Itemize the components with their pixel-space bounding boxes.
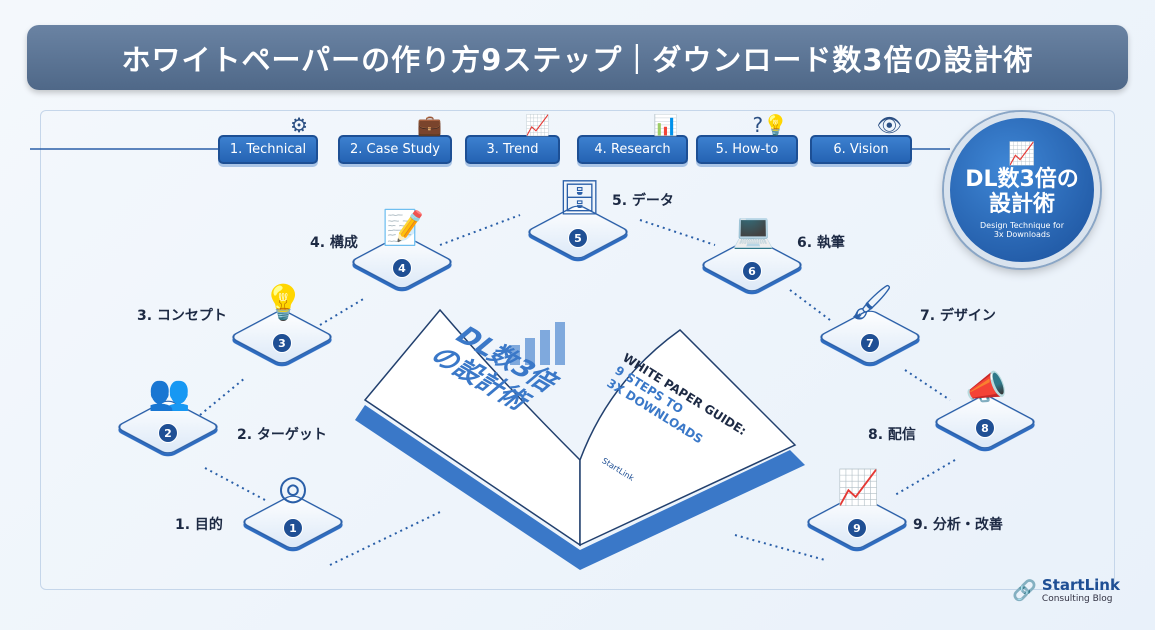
lightbulb-icon: ?💡 <box>752 113 788 137</box>
link-icon: 🔗 <box>1012 578 1037 602</box>
people-icon: 👥 <box>148 373 191 413</box>
briefcase-icon: 💼 <box>417 113 442 137</box>
step-platform-4: 📝4 <box>342 208 462 310</box>
type-pill-4: 📊 4. Research <box>577 113 688 164</box>
gear-icon: ⚙ <box>290 113 308 137</box>
dl-badge: 📈 DL数3倍の 設計術 Design Technique for 3x Dow… <box>944 112 1100 268</box>
type-pill-6: 👁 6. Vision <box>810 113 912 164</box>
connector-4-5 <box>439 214 521 246</box>
connector-1-book <box>329 511 441 566</box>
report-icon: 📊 <box>653 113 678 137</box>
step-label-4: 4. 構成 <box>310 235 358 251</box>
target-icon: ◎ <box>278 468 308 508</box>
type-label: 5. How-to <box>715 142 779 157</box>
step-number-badge: 9 <box>847 518 867 538</box>
trend-up-icon: 📈 <box>1008 141 1036 167</box>
step-number-badge: 1 <box>283 518 303 538</box>
step-label-6: 6. 執筆 <box>797 235 845 251</box>
badge-title: DL数3倍の <box>965 166 1079 192</box>
step-platform-3: 💡3 <box>222 283 342 385</box>
step-label-7: 7. デザイン <box>920 308 996 324</box>
step-platform-9: 📈9 <box>797 468 917 570</box>
type-label: 6. Vision <box>833 142 889 157</box>
badge-subtitle-2: 3x Downloads <box>993 229 1051 239</box>
calendar-megaphone-icon: 📣 <box>965 368 1008 408</box>
open-book-illustration: DL数3倍 の設計術 WHITE PAPER GUIDE: 9 STEPS TO… <box>350 270 810 570</box>
step-number-badge: 3 <box>272 333 292 353</box>
database-cloud-icon: 🗄 <box>558 178 602 218</box>
step-platform-7: 🖌7 <box>810 283 930 385</box>
step-number-badge: 8 <box>975 418 995 438</box>
step-platform-8: 📣8 <box>925 368 1045 470</box>
type-label: 4. Research <box>594 142 671 157</box>
type-label: 3. Trend <box>486 142 539 157</box>
design-brush-icon: 🖌 <box>850 283 894 323</box>
step-platform-5: 🗄5 <box>518 178 638 280</box>
type-pill-1: ⚙ 1. Technical <box>218 113 318 164</box>
content-frame <box>40 110 1115 590</box>
step-number-badge: 6 <box>742 261 762 281</box>
step-number-badge: 4 <box>392 258 412 278</box>
eye-icon: 👁 <box>876 113 902 137</box>
step-label-3: 3. コンセプト <box>137 308 227 324</box>
badge-subtitle: Design Technique for <box>980 220 1064 230</box>
step-label-8: 8. 配信 <box>868 427 916 443</box>
idea-document-icon: 💡 <box>262 283 305 323</box>
step-platform-1: ◎1 <box>233 468 353 570</box>
logo-name: StartLink <box>1041 576 1120 594</box>
step-number-badge: 2 <box>158 423 178 443</box>
type-label: 1. Technical <box>229 142 307 157</box>
badge-title-2: 設計術 <box>988 191 1055 217</box>
step-number-badge: 5 <box>568 228 588 248</box>
step-platform-2: 👥2 <box>108 373 228 475</box>
title-text: ホワイトペーパーの作り方9ステップ｜ダウンロード数3倍の設計術 <box>121 42 1034 77</box>
step-label-1: 1. 目的 <box>175 517 223 533</box>
trend-chart-icon: 📈 <box>525 113 550 137</box>
connector-5-6 <box>639 219 716 246</box>
analytics-refresh-icon: 📈 <box>837 468 880 508</box>
page-title: ホワイトペーパーの作り方9ステップ｜ダウンロード数3倍の設計術 <box>27 25 1128 90</box>
type-label: 2. Case Study <box>349 142 441 157</box>
laptop-icon: 💻 <box>732 211 775 251</box>
connector-6-7 <box>789 289 831 321</box>
type-pill-2: 💼 2. Case Study <box>338 113 452 164</box>
connector-2-3 <box>199 377 246 416</box>
step-number-badge: 7 <box>860 333 880 353</box>
document-pen-icon: 📝 <box>382 208 425 248</box>
step-label-9: 9. 分析・改善 <box>913 517 1003 533</box>
type-pill-5: ?💡 5. How-to <box>696 113 798 164</box>
step-label-5: 5. データ <box>612 193 674 209</box>
step-label-2: 2. ターゲット <box>237 427 327 443</box>
step-platform-6: 💻6 <box>692 211 812 313</box>
type-pill-3: 📈 3. Trend <box>465 113 560 164</box>
connector-3-4 <box>319 297 366 326</box>
logo-subtitle: Consulting Blog <box>1041 594 1113 604</box>
book-shape <box>355 308 805 570</box>
